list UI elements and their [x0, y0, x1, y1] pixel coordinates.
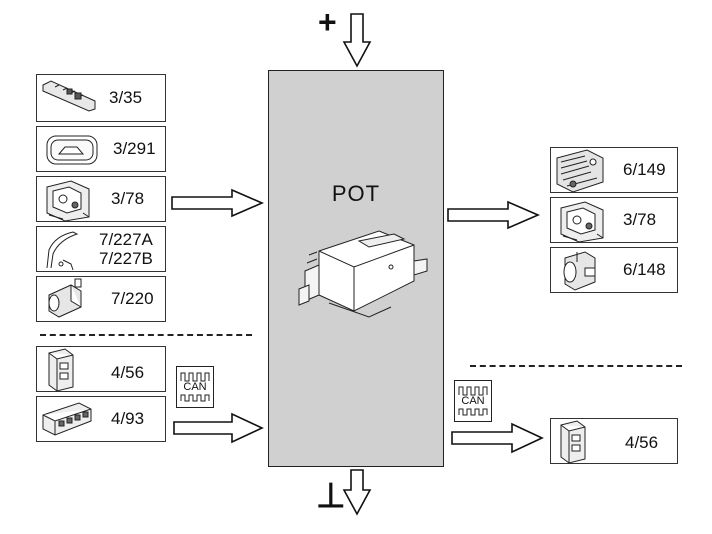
input-3-78-code: 3/78 — [111, 189, 145, 208]
lock-actuator-icon — [560, 201, 604, 243]
connector-module-icon — [42, 402, 92, 436]
can-label-left: CAN — [183, 381, 207, 393]
input-7-227b-code: 7/227B — [99, 249, 153, 268]
latch-mechanism-icon — [556, 149, 604, 193]
can-output-4-56: 4/56 — [550, 418, 678, 464]
input-3-78: 3/78 — [36, 176, 166, 222]
pot-label: POT — [331, 181, 381, 206]
discrete-input-arrow — [171, 188, 265, 218]
control-unit-icon — [48, 348, 74, 392]
output-6-148-code: 6/148 — [623, 260, 666, 279]
input-7-227: 7/227A 7/227B — [36, 226, 166, 272]
output-3-78-code: 3/78 — [623, 210, 657, 229]
discrete-output-arrow — [447, 200, 541, 230]
trim-strip-icon — [42, 80, 96, 112]
motor-icon — [563, 251, 596, 291]
input-3-35: 3/35 — [36, 74, 166, 122]
control-unit-icon — [560, 420, 586, 464]
can-badge-left: CAN — [176, 366, 214, 408]
can-output-arrow — [451, 422, 544, 454]
right-section-divider — [470, 365, 682, 367]
can-input-4-93: 4/93 — [36, 396, 166, 442]
output-3-78: 3/78 — [550, 197, 678, 243]
can-input-4-56-code: 4/56 — [111, 363, 145, 382]
can-signal-icon — [458, 386, 488, 416]
can-input-4-56: 4/56 — [36, 346, 166, 392]
input-7-220: 7/220 — [36, 276, 166, 322]
can-input-4-93-code: 4/93 — [111, 409, 145, 428]
motor-icon — [48, 278, 82, 318]
input-3-35-code: 3/35 — [109, 88, 143, 107]
lock-actuator-icon — [46, 180, 90, 222]
pot-control-unit: POT — [268, 70, 444, 467]
can-signal-icon — [180, 372, 210, 402]
ground-symbol-label: ⊥ — [316, 477, 346, 515]
left-section-divider — [40, 334, 252, 336]
input-3-291: 3/291 — [36, 126, 166, 172]
output-6-149-code: 6/149 — [623, 160, 666, 179]
can-label-right: CAN — [461, 395, 485, 407]
can-badge-right: CAN — [454, 380, 492, 422]
input-7-227a-code: 7/227A — [99, 230, 153, 249]
output-6-148: 6/148 — [550, 247, 678, 293]
can-input-arrow — [173, 412, 264, 444]
input-7-220-code: 7/220 — [111, 289, 154, 308]
output-6-149: 6/149 — [550, 147, 678, 193]
input-3-291-code: 3/291 — [113, 139, 156, 158]
tailgate-switch-icon — [46, 135, 98, 165]
pinch-strip-icon — [46, 231, 79, 271]
can-output-4-56-code: 4/56 — [625, 433, 659, 452]
power-plus-label: + — [318, 4, 337, 40]
control-module-illustration — [298, 230, 428, 318]
